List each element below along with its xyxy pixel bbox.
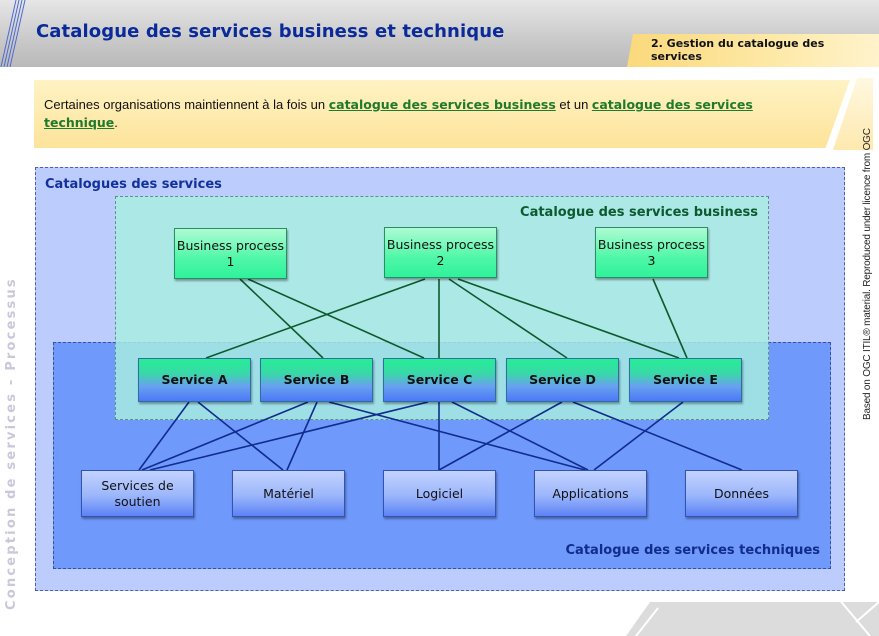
tech-data[interactable]: Données [685, 470, 798, 517]
node-label: Service A [161, 372, 228, 387]
business-catalog-link[interactable]: catalogue des services business [328, 97, 556, 112]
node-label: Matériel [263, 485, 314, 501]
section-tab-label: 2. Gestion du catalogue des services [651, 37, 825, 63]
node-label: Business process 2 [386, 236, 495, 268]
service-b[interactable]: Service B [260, 358, 373, 402]
node-label: Business process 1 [176, 237, 285, 269]
technical-catalog-link[interactable]: catalogue des services technique [44, 97, 753, 130]
node-label: Service B [283, 372, 350, 387]
service-e[interactable]: Service E [629, 358, 742, 402]
node-label: Données [713, 485, 769, 501]
intro-text-middle: et un [555, 97, 592, 112]
service-a[interactable]: Service A [138, 358, 251, 402]
intro-box [34, 80, 850, 148]
node-label: Service E [653, 372, 718, 387]
node-label: Logiciel [415, 485, 464, 501]
node-label: Service D [529, 372, 596, 387]
node-label: Services de soutien [101, 477, 174, 509]
intro-text-after: . [114, 115, 118, 130]
tech-support-services[interactable]: Services de soutien [81, 470, 194, 517]
business-process-3[interactable]: Business process 3 [595, 227, 708, 278]
business-process-2[interactable]: Business process 2 [384, 227, 497, 278]
business-process-1[interactable]: Business process 1 [174, 228, 287, 279]
side-label: Conception de services - Processus [4, 277, 19, 610]
technical-catalog-title: Catalogue des services techniques [565, 543, 820, 558]
node-label: Business process 3 [597, 236, 706, 268]
node-label: Service C [406, 372, 473, 387]
page-title: Catalogue des services business et techn… [36, 21, 505, 42]
background-decoration [626, 597, 879, 636]
intro-text: Certaines organisations maintiennent à l… [44, 96, 784, 132]
service-catalogs-title: Catalogues des services [45, 177, 222, 192]
service-d[interactable]: Service D [506, 358, 619, 402]
tech-hardware[interactable]: Matériel [232, 470, 345, 517]
header-stripes-decoration [0, 0, 26, 67]
credit-label: Based on OGC ITIL® material. Reproduced … [862, 128, 873, 420]
business-catalog-title: Catalogue des services business [520, 205, 758, 220]
service-c[interactable]: Service C [383, 358, 496, 402]
tech-applications[interactable]: Applications [534, 470, 647, 517]
node-label: Applications [552, 485, 629, 501]
tech-software[interactable]: Logiciel [383, 470, 496, 517]
intro-text-before: Certaines organisations maintiennent à l… [44, 97, 329, 112]
section-tab [627, 34, 879, 67]
